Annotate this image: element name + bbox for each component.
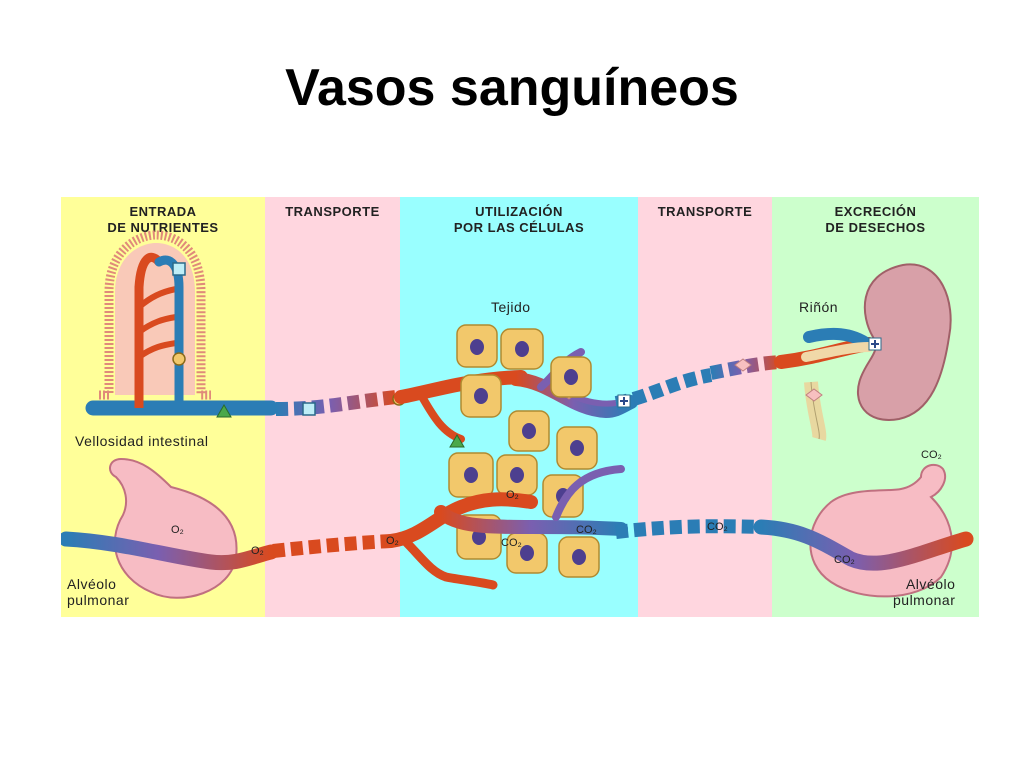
plus-marker-upper: [617, 394, 631, 408]
alveolus-right-label: Alvéolo pulmonar: [893, 576, 956, 608]
co2-label-exhaled: CO₂: [921, 449, 942, 461]
villus-label: Vellosidad intestinal: [75, 433, 209, 449]
co2-label-tissue: CO₂: [501, 537, 522, 549]
alveolus-left-label: Alvéolo pulmonar: [67, 576, 130, 608]
panel-title-nutrient-entry: ENTRADA DE NUTRIENTES: [107, 204, 219, 235]
panel-title-transport-2: TRANSPORTE: [657, 204, 753, 219]
kidney: [801, 263, 952, 441]
panel-title-waste-excretion: EXCRECIÓN DE DESECHOS: [825, 204, 926, 235]
o2-label-tissue: O₂: [506, 489, 519, 501]
co2-label-transport: CO₂: [707, 521, 728, 533]
blood-vessels-diagram: ENTRADA DE NUTRIENTES TRANSPORTE UTILIZA…: [61, 197, 979, 617]
o2-label-transport: O₂: [251, 545, 264, 557]
co2-label-capillary: CO₂: [576, 524, 597, 536]
plus-marker-kidney: [868, 337, 882, 351]
co2-label-alveolus: CO₂: [834, 554, 855, 566]
kidney-label: Riñón: [799, 299, 839, 315]
panel-title-transport-1: TRANSPORTE: [285, 204, 380, 219]
intestinal-villus: [99, 230, 211, 407]
page-title: Vasos sanguíneos: [285, 59, 739, 117]
o2-label-tissue-entry: O₂: [386, 535, 399, 547]
panel-transport-2: TRANSPORTE: [638, 197, 772, 617]
o2-label-alveolus: O₂: [171, 524, 184, 536]
lower-vessel: [61, 465, 974, 590]
panel-title-cell-usage: UTILIZACIÓN POR LAS CÉLULAS: [453, 204, 585, 235]
tissue-label: Tejido: [491, 299, 531, 315]
circulation-illustration: [61, 230, 974, 599]
